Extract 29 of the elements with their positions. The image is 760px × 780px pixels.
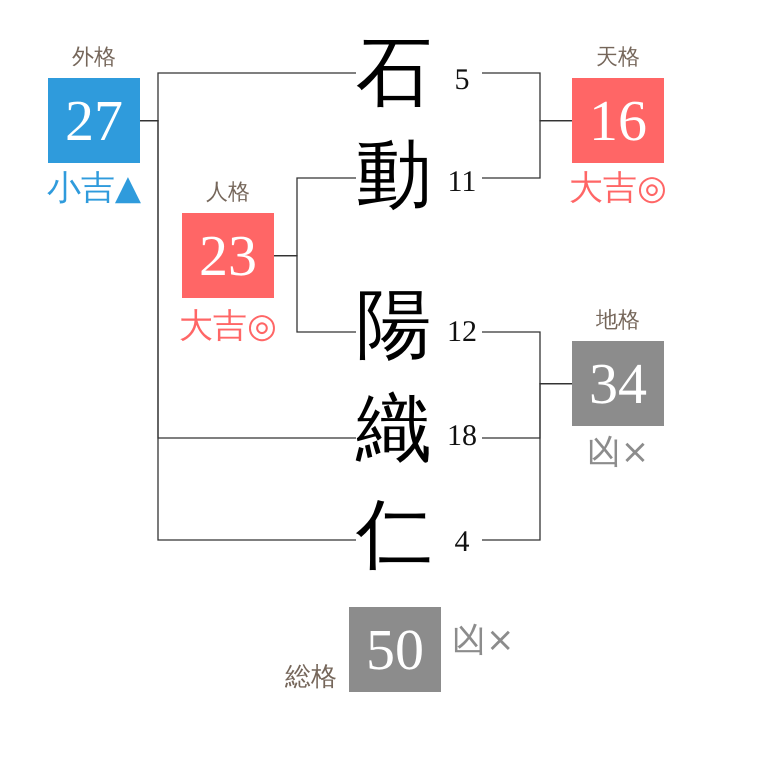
bracket-line [482, 383, 572, 541]
fortune-label: 大吉◎ [569, 170, 667, 208]
fortune-label: 大吉◎ [179, 308, 277, 346]
stroke-count: 5 [454, 65, 470, 95]
stroke-count: 18 [446, 421, 478, 451]
kanji-character: 仁 [356, 496, 432, 572]
heading-label: 天格 [596, 46, 640, 70]
stroke-count: 11 [446, 167, 478, 197]
fortune-label: 凶× [452, 622, 514, 660]
stroke-count: 12 [446, 317, 478, 347]
score-box: 16 [572, 78, 664, 164]
score-box: 34 [572, 341, 664, 426]
score-box: 27 [48, 78, 140, 164]
bracket-line [140, 120, 356, 541]
stroke-count: 4 [454, 527, 470, 557]
heading-label: 外格 [72, 46, 116, 70]
fortune-label: 小吉▲ [46, 170, 142, 208]
kanji-character: 動 [356, 136, 432, 212]
bracket-line [274, 255, 356, 333]
kanji-character: 石 [356, 34, 432, 110]
score-box: 50 [349, 607, 441, 692]
bracket-line [482, 120, 572, 179]
kanji-character: 陽 [356, 286, 432, 362]
kanji-character: 織 [356, 390, 432, 466]
heading-label: 地格 [596, 309, 640, 334]
heading-label: 人格 [206, 181, 250, 206]
fortune-label: 凶× [586, 434, 650, 472]
heading-label: 総格 [285, 663, 337, 692]
score-box: 23 [182, 213, 274, 298]
